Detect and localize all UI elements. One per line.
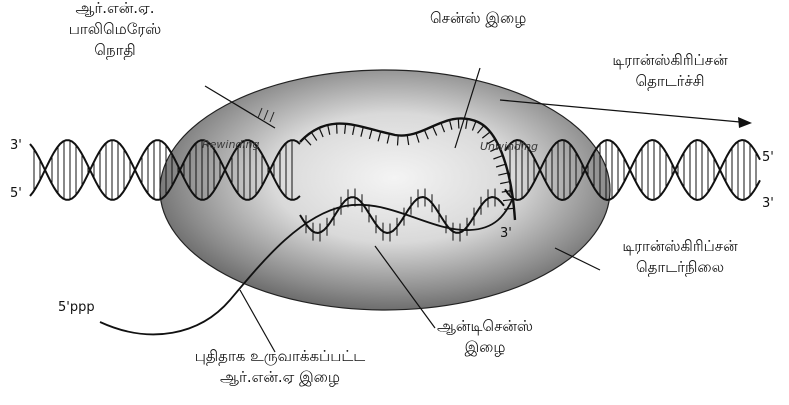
transcription-direction-line1: டிரான்ஸ்கிரிப்சன் [560, 50, 780, 71]
unwinding-label: Unwinding [480, 140, 538, 153]
rna-3-prime-end-label: 3' [500, 226, 512, 241]
transcription-stage-label: டிரான்ஸ்கிரிப்சன் தொடர்நிலை [575, 236, 785, 278]
transcription-direction-label: டிரான்ஸ்கிரிப்சன் தொடர்ச்சி [560, 50, 780, 92]
rewinding-label: Rewinding [202, 138, 259, 151]
leader-new-rna [240, 290, 275, 352]
transcription-stage-line1: டிரான்ஸ்கிரிப்சன் [575, 236, 785, 257]
right-bottom-end-label: 3' [762, 196, 774, 211]
rna-polymerase-line1: ஆர்.என்.ஏ. [40, 0, 190, 19]
new-rna-line1: புதிதாக உருவாக்கப்பட்ட [130, 346, 430, 367]
new-rna-line2: ஆர்.என்.ஏ இழை [130, 367, 430, 388]
sense-strand-label: சென்ஸ் இழை [430, 8, 526, 29]
sense-strand-tick [398, 135, 399, 145]
rna-polymerase-bubble [160, 70, 610, 310]
antisense-strand-line1: ஆன்டிசென்ஸ் [410, 316, 560, 337]
transcription-stage-line2: தொடர்நிலை [575, 257, 785, 278]
antisense-strand-line2: இழை [410, 337, 560, 358]
transcription-direction-line2: தொடர்ச்சி [560, 71, 780, 92]
rna-polymerase-line3: நொதி [40, 40, 190, 61]
rna-polymerase-line2: பாலிமெரேஸ் [40, 19, 190, 40]
left-top-end-label: 3' [10, 138, 22, 153]
right-top-end-label: 5' [762, 150, 774, 165]
rna-5-prime-end-label: 5'ppp [58, 300, 95, 315]
rna-polymerase-label: ஆர்.என்.ஏ. பாலிமெரேஸ் நொதி [40, 0, 190, 61]
left-bottom-end-label: 5' [10, 186, 22, 201]
sense-strand-tick [458, 119, 459, 129]
antisense-strand-label: ஆன்டிசென்ஸ் இழை [410, 316, 560, 358]
new-rna-label: புதிதாக உருவாக்கப்பட்ட ஆர்.என்.ஏ இழை [130, 346, 430, 388]
